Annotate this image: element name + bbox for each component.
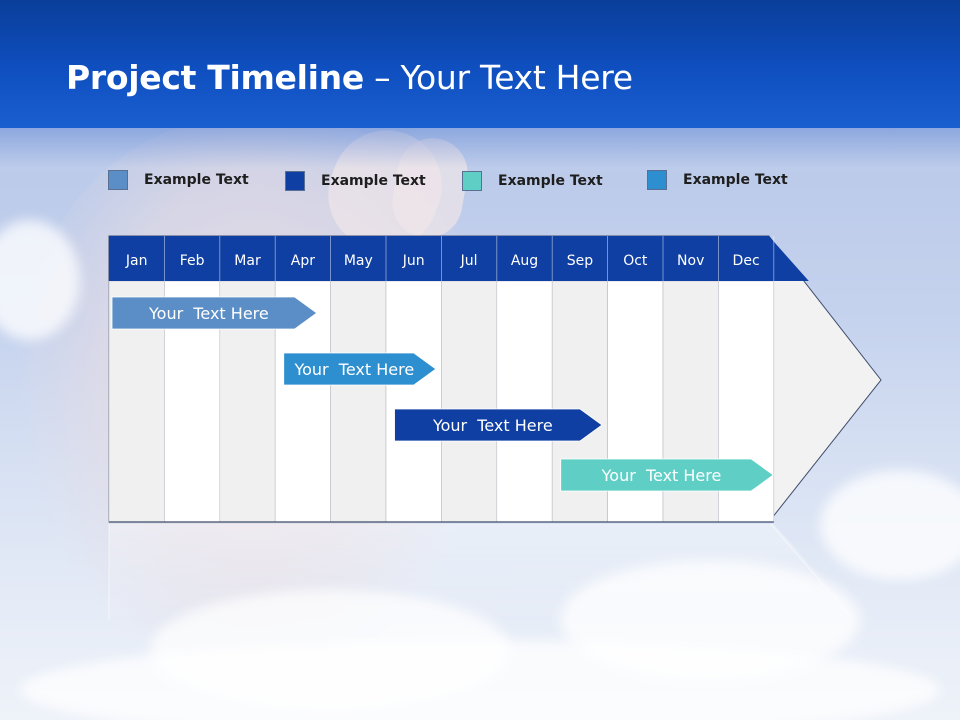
month-label: Aug	[511, 253, 538, 269]
reflection-edge	[770, 523, 852, 618]
month-header-row: Jan Feb Mar Apr May Jun Jul Aug Sep Oct Nov Dec	[109, 236, 809, 281]
header-banner	[0, 0, 960, 128]
month-column	[496, 280, 553, 523]
legend-label: Example Text	[683, 172, 788, 188]
legend-label: Example Text	[498, 173, 603, 189]
legend-swatch	[647, 170, 667, 190]
background-cloud	[0, 220, 80, 340]
legend-item: Example Text	[285, 171, 426, 191]
task-bar-label: Your Text Here	[148, 304, 269, 323]
month-label: Dec	[733, 253, 760, 269]
task-bar	[283, 352, 437, 386]
task-bar-label: Your Text Here	[601, 466, 722, 485]
month-label: May	[344, 253, 373, 269]
month-label: Nov	[677, 253, 704, 269]
month-column	[441, 280, 498, 523]
month-label: Mar	[234, 253, 261, 269]
legend-label: Example Text	[321, 173, 426, 189]
month-label: Apr	[291, 253, 315, 269]
month-header-bar	[109, 236, 809, 281]
month-label: Oct	[623, 253, 648, 269]
task-bar-label: Your Text Here	[293, 360, 414, 379]
month-label: Feb	[180, 253, 205, 269]
legend-swatch	[285, 171, 305, 191]
legend-label: Example Text	[144, 172, 249, 188]
header-fade	[0, 128, 960, 168]
timeline-reflection	[108, 523, 861, 622]
title-rest: – Your Text Here	[363, 58, 633, 97]
legend-item: Example Text	[462, 171, 603, 191]
task-bar	[394, 408, 603, 442]
month-label: Jan	[125, 253, 148, 269]
timeline-reflection-shape	[109, 524, 861, 622]
month-column	[330, 280, 387, 523]
month-label: Jul	[460, 253, 478, 269]
legend-swatch	[108, 170, 128, 190]
month-label: Sep	[567, 253, 594, 269]
legend-item: Example Text	[108, 170, 249, 190]
month-label: Jun	[402, 253, 425, 269]
month-column	[385, 280, 442, 523]
background-cloud	[820, 470, 960, 580]
task-bar	[111, 296, 318, 330]
task-bar	[560, 458, 774, 492]
page-title: Project Timeline – Your Text Here	[66, 58, 633, 97]
legend-item: Example Text	[647, 170, 788, 190]
legend-swatch	[462, 171, 482, 191]
background-cloud	[20, 640, 940, 720]
task-bar-label: Your Text Here	[432, 416, 553, 435]
title-bold: Project Timeline	[66, 58, 364, 97]
